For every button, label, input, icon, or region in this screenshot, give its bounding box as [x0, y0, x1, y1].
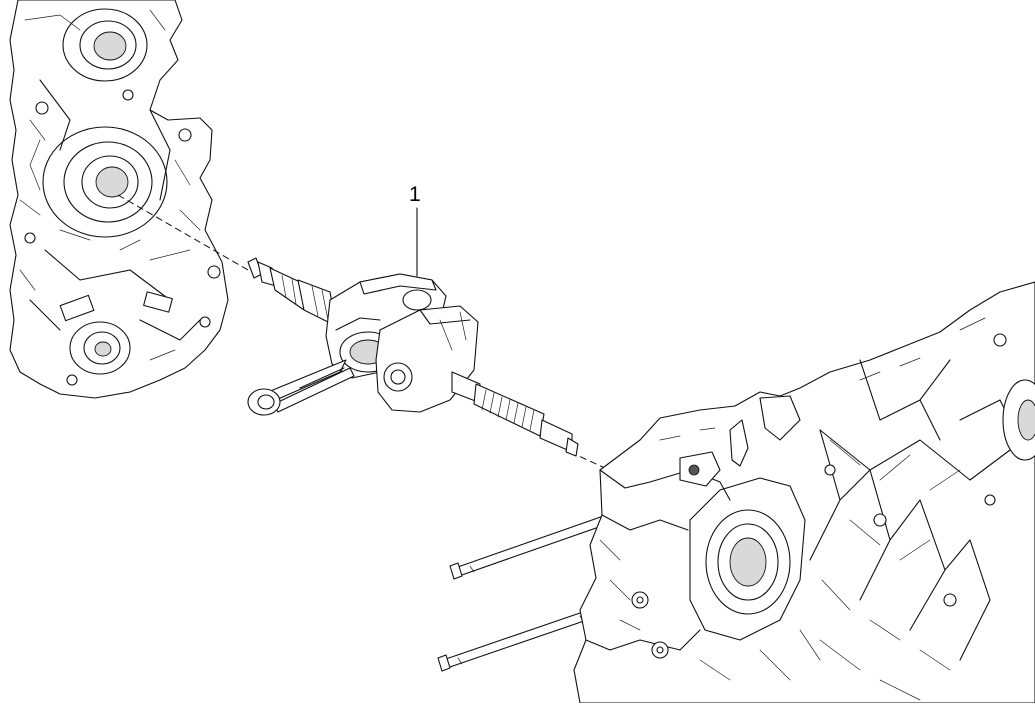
crankcase-right-half	[573, 281, 1035, 704]
callout-label-1: 1	[409, 183, 421, 206]
crankshaft	[247, 257, 579, 457]
crankcase-left-half	[9, 0, 229, 399]
